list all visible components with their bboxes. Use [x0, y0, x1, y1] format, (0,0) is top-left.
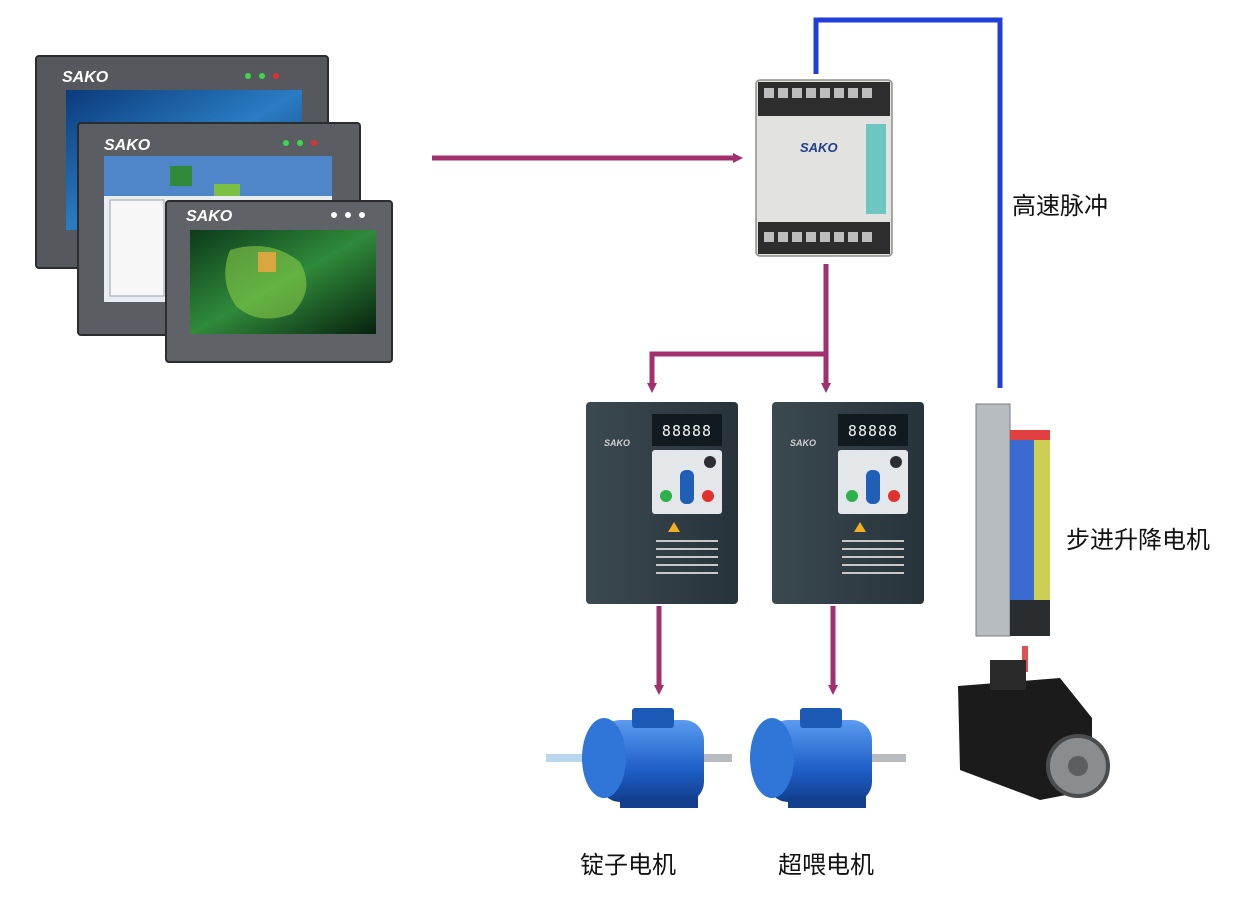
hmi-brand-logo-middle: SAKO — [104, 137, 151, 154]
hmi-brand-logo-back: SAKO — [62, 69, 109, 86]
vfd-right-display: 88888 — [848, 422, 898, 440]
vfd-left-brand: SAKO — [604, 438, 630, 448]
feed-motor-label: 超喂电机 — [778, 851, 874, 879]
feed-motor-image — [750, 708, 906, 808]
plc-to-vfd-left-arrow — [647, 351, 826, 393]
high-speed-pulse-line — [813, 17, 1003, 388]
plc-brand-logo: SAKO — [800, 140, 838, 155]
stepper-motor-label: 步进升降电机 — [1066, 526, 1210, 554]
vfd-left-display: 88888 — [662, 422, 712, 440]
vfd-right-brand: SAKO — [790, 438, 816, 448]
spindle-motor-image — [546, 708, 732, 808]
stepper-driver — [975, 403, 1050, 637]
stepper-motor-image — [958, 660, 1110, 800]
vfd-left: 88888 SAKO — [586, 402, 738, 604]
hmi-brand-logo-front: SAKO — [186, 208, 233, 225]
high-speed-pulse-label: 高速脉冲 — [1012, 192, 1108, 220]
hmi-panel-front: SAKO — [165, 200, 393, 363]
plc-controller: SAKO — [755, 79, 893, 257]
vfd-right: 88888 SAKO — [772, 402, 924, 604]
spindle-motor-label: 锭子电机 — [580, 851, 676, 879]
